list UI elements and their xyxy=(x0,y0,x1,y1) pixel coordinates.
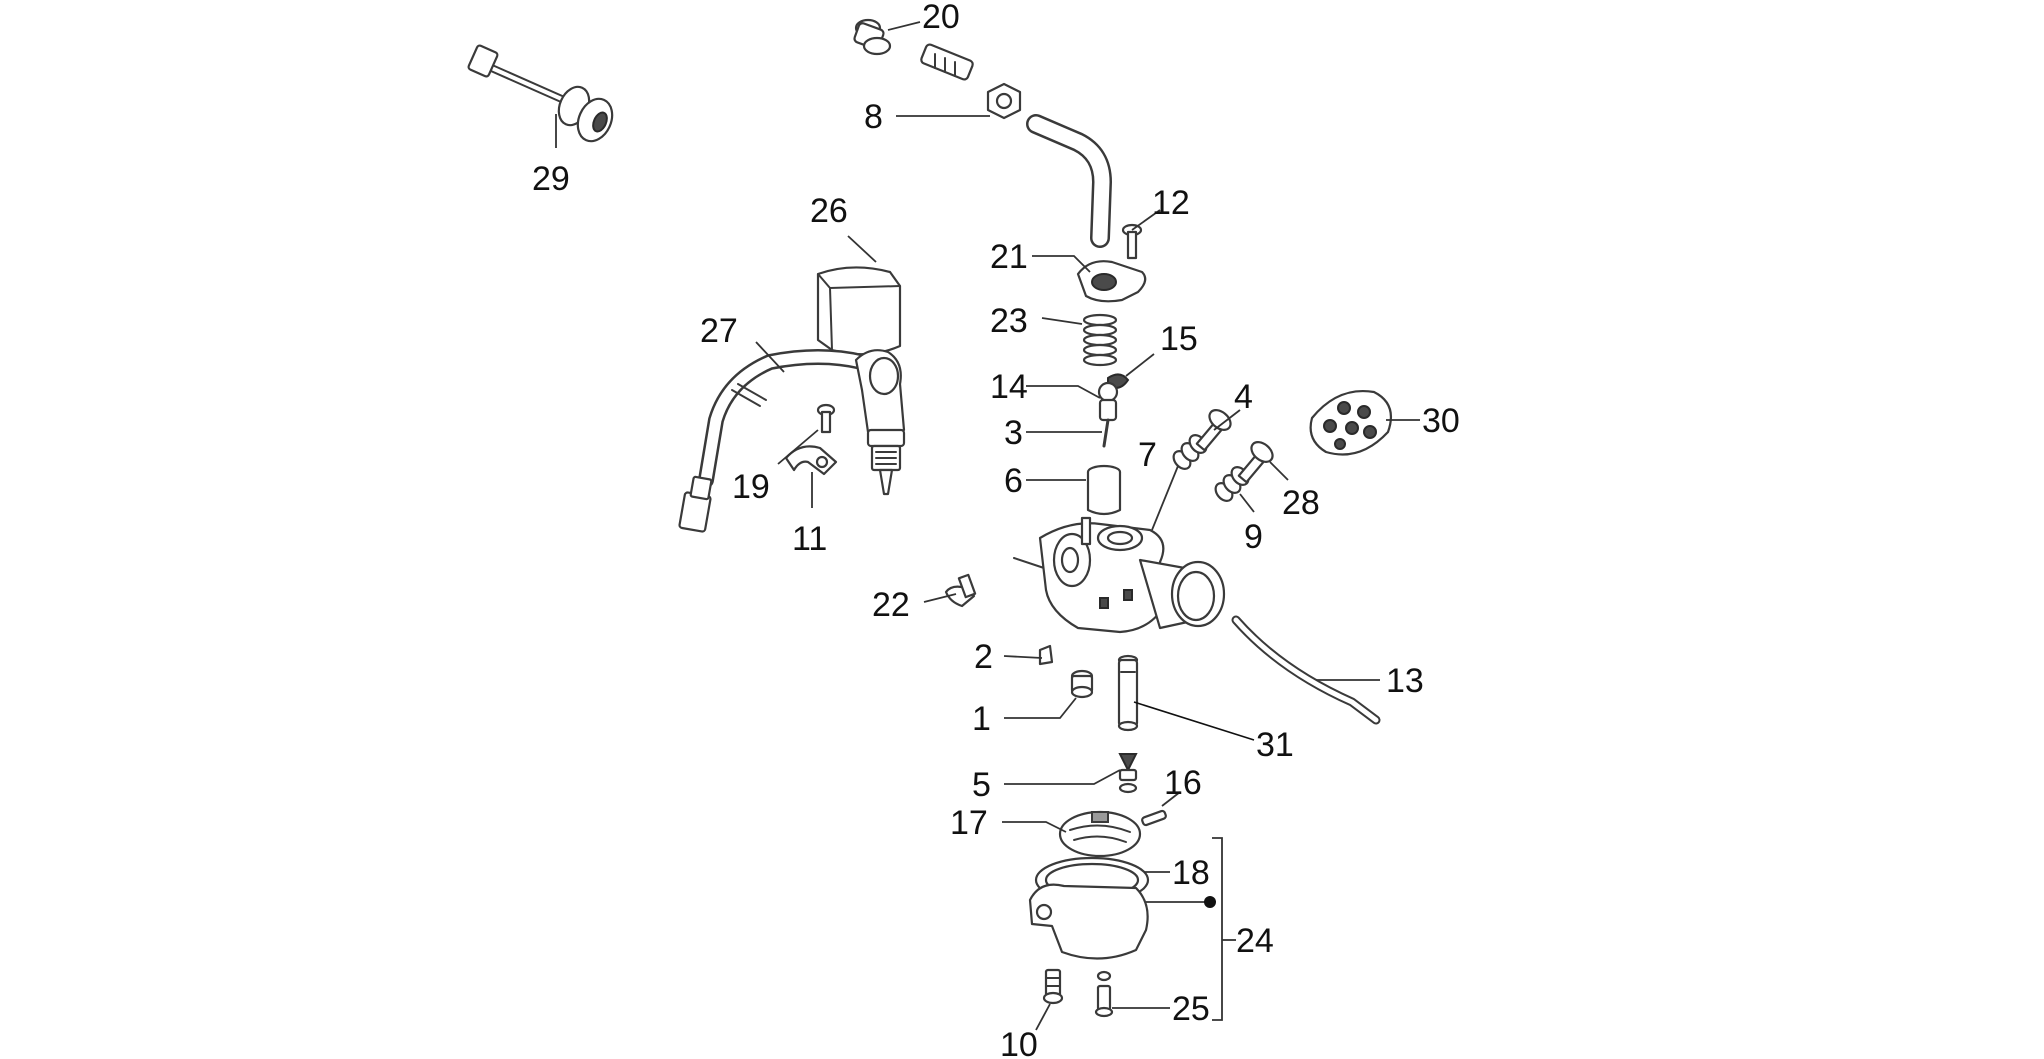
part-8-fuel-hose xyxy=(920,43,1112,248)
callout-19: 19 xyxy=(732,468,770,506)
part-28-screw xyxy=(1237,441,1274,484)
leader-17 xyxy=(1002,821,1067,833)
leader-16 xyxy=(1161,791,1181,807)
callout-17: 17 xyxy=(950,804,988,842)
callout-20: 20 xyxy=(922,0,960,36)
leader-21 xyxy=(1032,255,1091,273)
callout-26: 26 xyxy=(810,192,848,230)
leader-15 xyxy=(1125,353,1155,377)
callout-18: 18 xyxy=(1172,854,1210,892)
callout-27: 27 xyxy=(700,312,738,350)
part-26-rubber-cap xyxy=(816,266,902,356)
callout-8: 8 xyxy=(864,98,883,136)
leader-1 xyxy=(1004,697,1077,719)
callout-28: 28 xyxy=(1282,484,1320,522)
callout-30: 30 xyxy=(1422,402,1460,440)
leader-10 xyxy=(1035,1003,1051,1031)
part-22-screw xyxy=(944,573,977,608)
leader-9 xyxy=(1239,493,1255,513)
callout-3: 3 xyxy=(1004,414,1023,452)
callout-16: 16 xyxy=(1164,764,1202,802)
leader-28 xyxy=(1269,461,1289,481)
part-6-throttle-valve xyxy=(1086,464,1122,516)
callout-4: 4 xyxy=(1234,378,1253,416)
bracket-24 xyxy=(1212,837,1223,1021)
part-24-float-bowl xyxy=(1028,883,1149,960)
carburetor-body xyxy=(1013,516,1226,634)
callout-6: 6 xyxy=(1004,462,1023,500)
callout-23: 23 xyxy=(990,302,1028,340)
callout-labels: 20 8 29 26 12 21 27 23 15 14 4 30 3 7 19… xyxy=(532,0,1460,1059)
part-14-needle-holder xyxy=(1097,381,1119,422)
callout-25: 25 xyxy=(1172,990,1210,1028)
part-23-spring xyxy=(1082,313,1118,367)
callout-29: 29 xyxy=(532,160,570,198)
leader-23 xyxy=(1041,317,1083,325)
callout-9: 9 xyxy=(1244,518,1263,556)
callout-13: 13 xyxy=(1386,662,1424,700)
leader-31 xyxy=(1133,701,1255,741)
callout-2: 2 xyxy=(974,638,993,676)
leader-5 xyxy=(1004,769,1121,785)
part-10-screw xyxy=(1042,968,1064,1005)
callout-14: 14 xyxy=(990,368,1028,406)
part-21-cover xyxy=(1076,260,1147,303)
part-1-main-jet xyxy=(1070,669,1094,699)
part-20-cap xyxy=(853,18,892,56)
part-17-float xyxy=(1058,810,1142,858)
callout-31: 31 xyxy=(1256,726,1294,764)
part-25-screw xyxy=(1094,970,1114,1018)
part-9-spring xyxy=(1214,466,1250,502)
part-2-jet xyxy=(1038,644,1054,666)
part-29-bolt-bushing xyxy=(467,44,614,143)
callout-1: 1 xyxy=(972,700,991,738)
part-30-cap xyxy=(1309,390,1392,456)
callout-5: 5 xyxy=(972,766,991,804)
part-19-screw xyxy=(816,403,836,434)
callout-11: 11 xyxy=(792,520,827,558)
leader-2 xyxy=(1003,655,1043,659)
part-11-bracket xyxy=(784,445,838,476)
leader-27 xyxy=(755,341,785,373)
bullet-dot xyxy=(1204,896,1216,908)
callout-22: 22 xyxy=(872,586,910,624)
part-27-electric-choke xyxy=(678,349,906,533)
callout-24: 24 xyxy=(1236,922,1274,960)
callout-15: 15 xyxy=(1160,320,1198,358)
leader-22 xyxy=(923,593,957,603)
leader-19 xyxy=(777,429,819,465)
part-3-jet-needle xyxy=(1102,418,1110,448)
part-16-pin xyxy=(1141,809,1167,827)
leader-26 xyxy=(847,235,877,263)
leader-14 xyxy=(1026,385,1101,399)
leader-4 xyxy=(1213,409,1241,431)
callout-12: 12 xyxy=(1152,184,1190,222)
part-5-float-needle xyxy=(1118,753,1138,794)
callout-7: 7 xyxy=(1138,436,1157,474)
leader-20 xyxy=(887,21,921,31)
callout-21: 21 xyxy=(990,238,1028,276)
leader-7 xyxy=(1151,465,1179,531)
leader-12 xyxy=(1131,209,1161,231)
part-13-hose xyxy=(1231,615,1381,725)
part-31-emulsion-tube xyxy=(1117,654,1139,732)
leader-lines xyxy=(555,21,1420,1031)
callout-10: 10 xyxy=(1000,1026,1038,1059)
